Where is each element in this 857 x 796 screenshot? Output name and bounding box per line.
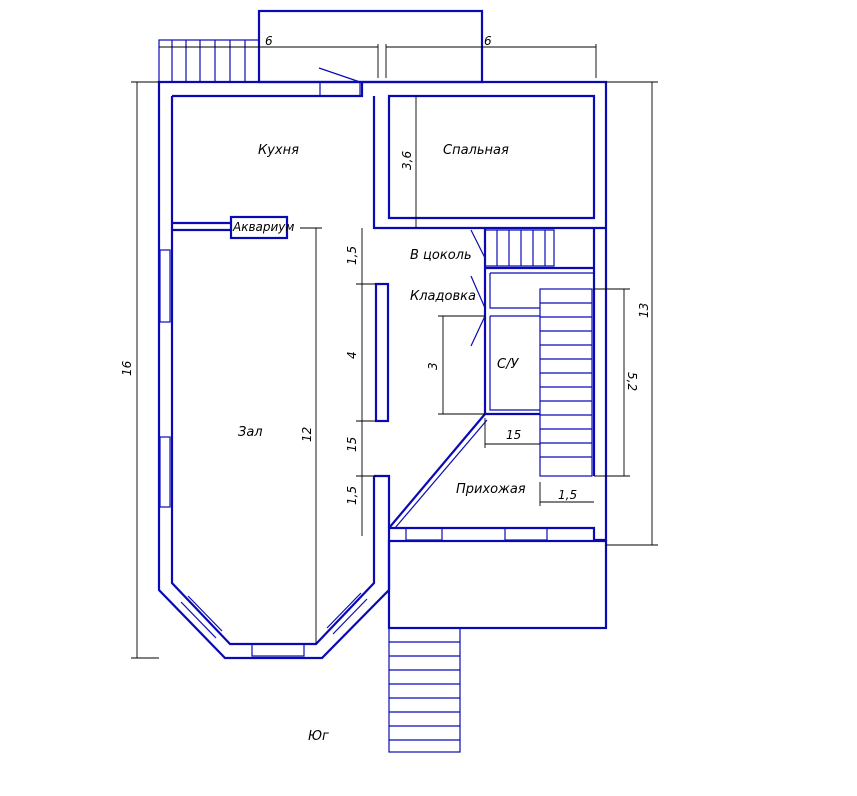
dim-stair-width: 15 bbox=[506, 428, 521, 442]
bottom-stairs bbox=[388, 627, 461, 753]
room-label-bedroom: Спальная bbox=[443, 143, 509, 158]
top-porch bbox=[257, 9, 484, 84]
outer-walls bbox=[157, 80, 608, 660]
room-label-kitchen: Кухня bbox=[258, 143, 299, 158]
dim-bathroom-length: 3 bbox=[426, 362, 440, 370]
room-label-aquarium: Аквариум bbox=[232, 220, 294, 234]
dim-corridor-d: 1,5 bbox=[345, 486, 359, 505]
entrance-diagonal bbox=[388, 413, 488, 529]
corridor-partition bbox=[374, 282, 390, 423]
top-left-stairs bbox=[158, 39, 260, 83]
doors bbox=[318, 67, 486, 347]
dim-stair-length: 5,2 bbox=[625, 372, 639, 391]
main-staircase bbox=[539, 288, 593, 477]
aquarium bbox=[229, 215, 289, 240]
dim-bedroom-depth: 3,6 bbox=[400, 151, 414, 170]
terrace bbox=[387, 539, 608, 630]
dim-overall-height: 16 bbox=[120, 360, 134, 376]
room-label-pantry: Кладовка bbox=[410, 289, 476, 304]
compass-south-label: Юг bbox=[308, 729, 329, 744]
room-label-hall: Зал bbox=[238, 425, 263, 440]
dimension-lines bbox=[131, 44, 658, 659]
room-label-entrance: Прихожая bbox=[456, 482, 526, 497]
dim-top-right: 6 bbox=[484, 34, 492, 48]
windows bbox=[159, 81, 548, 657]
dim-corridor-c: 15 bbox=[345, 437, 359, 452]
room-label-bathroom: С/У bbox=[497, 357, 519, 372]
dim-corridor-a: 1,5 bbox=[345, 246, 359, 265]
dim-top-left: 6 bbox=[265, 34, 273, 48]
dim-right-height: 13 bbox=[637, 303, 651, 318]
pantry-bathroom bbox=[489, 272, 594, 411]
room-label-basement: В цоколь bbox=[410, 248, 472, 263]
dim-corridor-b: 4 bbox=[345, 351, 359, 359]
dim-entrance-step: 1,5 bbox=[558, 488, 577, 502]
dim-hall-length: 12 bbox=[300, 427, 314, 442]
basement-stairs bbox=[484, 229, 555, 267]
